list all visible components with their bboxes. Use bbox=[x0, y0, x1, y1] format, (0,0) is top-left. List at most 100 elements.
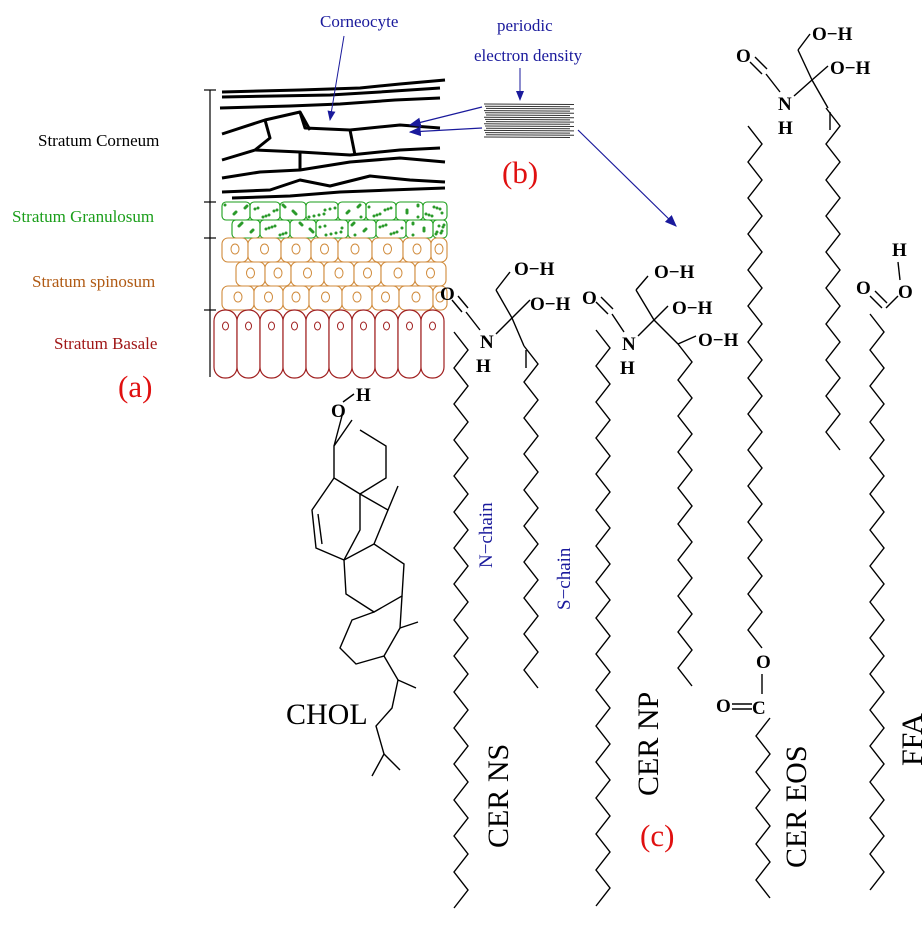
spinosum-nucleus bbox=[260, 243, 269, 255]
basale-cell bbox=[397, 309, 422, 379]
keratohyalin-granule bbox=[340, 226, 344, 230]
spinosum-nucleus bbox=[411, 291, 421, 303]
label-cer-eos: CER EOS bbox=[780, 745, 813, 868]
lamella-line bbox=[485, 114, 571, 116]
cereos-atom-o-carbonyl: O bbox=[736, 46, 751, 67]
cernp-atom-h-n: H bbox=[620, 358, 635, 379]
arrow-to-lipids bbox=[577, 129, 677, 227]
cereos-atom-o-ester: O bbox=[756, 652, 771, 673]
keratohyalin-granule bbox=[237, 224, 241, 228]
keratohyalin-granule bbox=[381, 224, 385, 228]
keratohyalin-granule bbox=[435, 206, 439, 210]
cer-np-structure: O N H O−H O−H O−H bbox=[582, 262, 739, 907]
lamella-line bbox=[483, 136, 571, 138]
keratohyalin-granule bbox=[256, 206, 260, 210]
keratohyalin-granule bbox=[272, 209, 276, 213]
spinosum-nucleus bbox=[350, 243, 360, 255]
keratohyalin-granule bbox=[405, 211, 409, 215]
cereos-atom-oh1: O−H bbox=[812, 24, 853, 45]
keratohyalin-granule bbox=[362, 229, 366, 233]
keratohyalin-granule bbox=[232, 212, 236, 216]
keratohyalin-granule bbox=[432, 205, 436, 209]
keratohyalin-granule bbox=[323, 208, 327, 212]
keratohyalin-granule bbox=[430, 214, 434, 218]
spinosum-nucleus bbox=[320, 243, 329, 255]
keratohyalin-granule bbox=[267, 213, 271, 217]
spinosum-nucleus bbox=[412, 243, 422, 255]
cerns-atom-o-carbonyl: O bbox=[440, 284, 455, 305]
keratohyalin-granule bbox=[334, 231, 338, 235]
keratohyalin-granule bbox=[223, 203, 227, 207]
keratohyalin-granule bbox=[416, 215, 420, 219]
label-stratum-basale: Stratum Basale bbox=[54, 334, 157, 353]
cernp-atom-oh2: O−H bbox=[672, 298, 713, 319]
panel-label-b: (b) bbox=[502, 155, 538, 190]
spinosum-nucleus bbox=[303, 267, 312, 279]
spinosum-nucleus bbox=[426, 267, 435, 279]
keratohyalin-granule bbox=[324, 233, 328, 237]
cernp-atom-n: N bbox=[622, 334, 636, 355]
label-cer-np: CER NP bbox=[632, 692, 665, 796]
label-s-chain: S−chain bbox=[554, 547, 575, 610]
panel-label-a: (a) bbox=[118, 369, 152, 404]
keratohyalin-granule bbox=[283, 205, 287, 209]
spinosum-cell bbox=[264, 261, 292, 287]
keratohyalin-granule bbox=[345, 211, 349, 215]
eos-n-chain bbox=[747, 125, 763, 649]
keratohyalin-granule bbox=[386, 207, 390, 211]
spinosum-cell bbox=[371, 285, 400, 311]
panel-label-c: (c) bbox=[640, 818, 674, 853]
lipid-molecules: O H CHOL O N H O−H O−H N−chain S−chain C… bbox=[286, 24, 924, 909]
lamella-line bbox=[484, 132, 571, 134]
keratohyalin-granule bbox=[294, 212, 298, 216]
keratohyalin-granule bbox=[389, 232, 393, 236]
basale-nucleus bbox=[337, 321, 344, 331]
keratohyalin-granule bbox=[275, 208, 279, 212]
keratohyalin-granule bbox=[333, 206, 337, 210]
keratohyalin-granule bbox=[378, 225, 382, 229]
spinosum-nucleus bbox=[291, 243, 301, 255]
spinosum-nucleus bbox=[435, 291, 445, 303]
spinosum-cell bbox=[430, 237, 448, 263]
spinosum-cell bbox=[253, 285, 284, 311]
ffa-structure: H O O bbox=[856, 240, 913, 891]
keratohyalin-granule bbox=[422, 229, 426, 233]
spinosum-cell bbox=[221, 237, 249, 263]
keratohyalin-granule bbox=[353, 233, 357, 237]
keratohyalin-granule bbox=[427, 213, 431, 217]
cereos-atom-h-n: H bbox=[778, 118, 793, 139]
spinosum-nucleus bbox=[352, 291, 362, 303]
spinosum-cell bbox=[308, 285, 343, 311]
keratohyalin-granule bbox=[264, 214, 268, 218]
stratum-basale-cells bbox=[213, 309, 445, 379]
cer-eos-structure: O N H O−H O−H O O C bbox=[716, 24, 871, 899]
keratohyalin-granule bbox=[317, 213, 321, 217]
ns-s-chain bbox=[523, 345, 539, 689]
spinosum-cell bbox=[337, 237, 373, 263]
keratohyalin-granule bbox=[441, 225, 445, 229]
label-stratum-spinosum: Stratum spinosum bbox=[32, 272, 155, 291]
keratohyalin-granule bbox=[437, 224, 441, 228]
label-chol: CHOL bbox=[286, 698, 368, 731]
spinosum-cell bbox=[290, 261, 325, 287]
spinosum-nucleus bbox=[233, 291, 243, 303]
spinosum-nucleus bbox=[291, 291, 301, 303]
spinosum-cell bbox=[280, 237, 312, 263]
keratohyalin-granule bbox=[424, 212, 428, 216]
label-n-chain: N−chain bbox=[476, 502, 497, 568]
label-stratum-granulosum: Stratum Granulosum bbox=[12, 207, 154, 226]
spinosum-cell bbox=[310, 237, 339, 263]
basale-nucleus bbox=[314, 321, 321, 331]
spinosum-cell bbox=[221, 285, 255, 311]
granulosum-cell bbox=[305, 201, 339, 221]
basale-nucleus bbox=[360, 321, 367, 331]
lamella-line bbox=[485, 127, 571, 130]
stratum-granulosum-cells bbox=[221, 201, 448, 239]
keratohyalin-granule bbox=[318, 225, 322, 229]
granulosum-cell bbox=[405, 219, 434, 239]
spinosum-cell bbox=[235, 261, 266, 287]
lamella-line bbox=[485, 121, 575, 123]
arrow-to-cells-2 bbox=[408, 126, 483, 137]
spinosum-cell bbox=[414, 261, 447, 287]
lamella-line bbox=[484, 118, 571, 121]
